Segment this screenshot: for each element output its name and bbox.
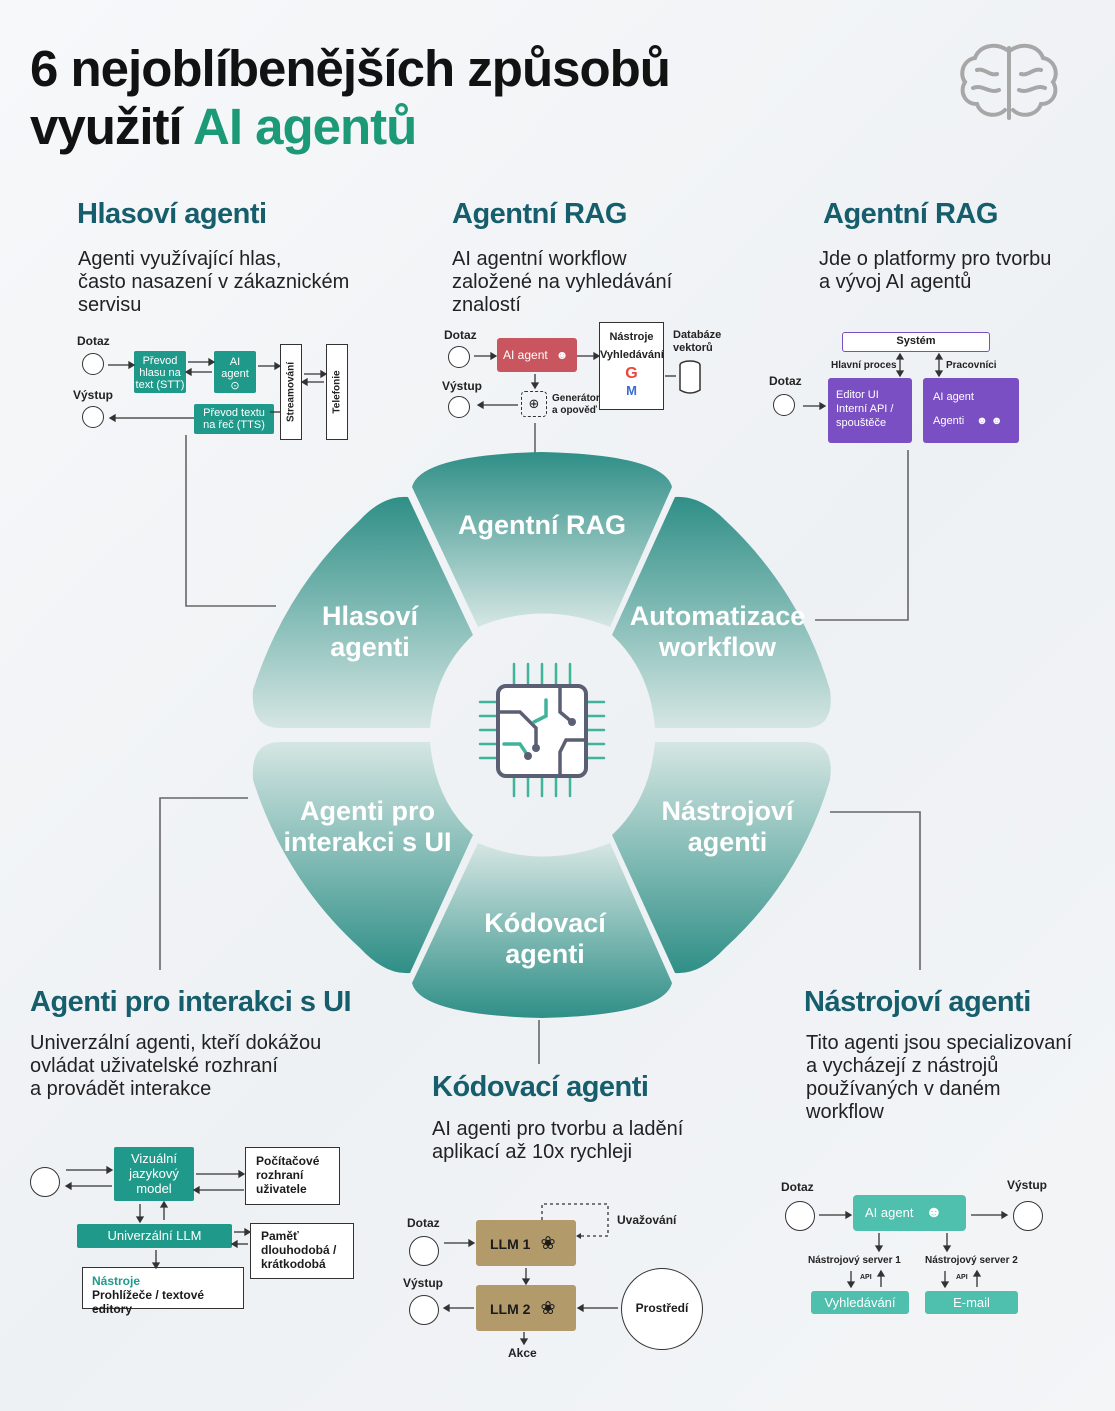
rag-output-user-icon — [448, 396, 470, 418]
coding-arrows — [442, 1203, 618, 1346]
robot-icon: ☻ — [555, 348, 569, 362]
title-line-2: využití AI agentů — [30, 98, 417, 155]
robot-icons: ☻ ☻ — [976, 415, 1003, 427]
ui-user-icon — [30, 1167, 60, 1197]
tool-server2-label: Nástrojový server 2 — [925, 1255, 1018, 1266]
workflow-system-box: Systém — [842, 332, 990, 352]
segment-upper-right — [612, 496, 831, 728]
ui-llm-box: Univerzální LLM — [77, 1224, 232, 1248]
rag-output-label: Výstup — [442, 379, 483, 393]
tool-email-box: E-mail — [925, 1291, 1018, 1314]
tool-api2-label: API — [956, 1274, 968, 1281]
tool-input-user-icon — [785, 1201, 815, 1231]
tool-search-box: Vyhledávání — [811, 1291, 909, 1314]
segment-lower-right — [612, 742, 831, 974]
coding-reasoning-label: Uvažování — [617, 1213, 677, 1227]
coding-llm1-box: LLM 1❀ — [476, 1220, 576, 1266]
brain-logo-icon — [960, 43, 1058, 120]
workflow-user-icon — [773, 394, 795, 416]
database-icon — [679, 360, 701, 394]
use-case-wheel — [252, 452, 831, 1018]
rag-input-label: Dotaz — [444, 328, 477, 342]
title-accent: AI agentů — [192, 98, 417, 155]
ui-section-title: Agenti pro interakci s UI — [30, 986, 352, 1018]
page-title: 6 nejoblíbenějších způsobů využití AI ag… — [30, 40, 671, 156]
coding-input-label: Dotaz — [407, 1216, 440, 1230]
rag-section-title: Agentní RAG — [452, 198, 627, 230]
tool-section-title: Nástrojoví agenti — [804, 986, 1031, 1018]
chip-icon — [478, 662, 606, 798]
voice-arrows — [108, 357, 328, 423]
tool-output-label: Výstup — [1007, 1178, 1048, 1192]
workflow-section-title: Agentní RAG — [823, 198, 998, 230]
mail-icon: M — [626, 383, 637, 398]
tool-input-label: Dotaz — [781, 1180, 814, 1194]
coding-input-user-icon — [409, 1236, 439, 1266]
workflow-workers-label: Pracovníci — [946, 360, 997, 371]
tool-api1-label: API — [860, 1274, 872, 1281]
tool-server1-label: Nástrojový server 1 — [808, 1255, 901, 1266]
generator-icon: ⊕ — [521, 391, 547, 417]
coding-output-label: Výstup — [403, 1276, 444, 1290]
voice-section-desc: Agenti využívající hlas,často nasazení v… — [78, 248, 350, 316]
rag-agent-box: AI agent☻ — [497, 338, 577, 372]
voice-telephony-box: Telefonie — [326, 344, 348, 440]
rag-tools-box: Nástroje Vyhledávání G M — [599, 322, 664, 410]
workflow-arrows — [803, 352, 944, 410]
robot-icon: ☻ — [925, 1204, 943, 1221]
segment-lower-left — [252, 742, 473, 974]
rag-input-user-icon — [448, 346, 470, 368]
workflow-main-label: Hlavní proces — [831, 360, 897, 371]
voice-streaming-box: Streamování — [280, 344, 302, 440]
coding-output-user-icon — [409, 1295, 439, 1325]
segment-bottom — [412, 843, 672, 1018]
workflow-agents-box: AI agent Agenti☻ ☻ — [923, 378, 1019, 443]
voice-input-label: Dotaz — [77, 334, 110, 348]
segment-upper-left — [252, 496, 473, 728]
segment-top-label: Agentní RAG — [458, 510, 626, 540]
tool-agent-box: AI agent☻ — [853, 1195, 966, 1231]
voice-output-user-icon — [82, 406, 104, 428]
title-line-1: 6 nejoblíbenějších způsobů — [30, 40, 671, 97]
voice-output-label: Výstup — [73, 388, 114, 402]
segment-top — [412, 452, 672, 627]
tool-output-user-icon — [1013, 1201, 1043, 1231]
brain-icon: ❀ — [540, 1233, 556, 1253]
google-icon: G — [625, 365, 638, 382]
rag-arrows — [474, 351, 676, 410]
tool-arrows — [819, 1210, 1009, 1289]
voice-section-title: Hlasoví agenti — [77, 198, 267, 230]
coding-environment-circle: Prostředí — [621, 1268, 703, 1350]
brain-icon: ❀ — [540, 1298, 556, 1318]
coding-section-title: Kódovací agenti — [432, 1071, 649, 1103]
ui-arrows — [64, 1165, 252, 1270]
voice-input-user-icon — [82, 353, 104, 375]
coding-llm2-box: LLM 2❀ — [476, 1285, 576, 1331]
coding-action-label: Akce — [508, 1346, 537, 1360]
workflow-input-label: Dotaz — [769, 374, 802, 388]
